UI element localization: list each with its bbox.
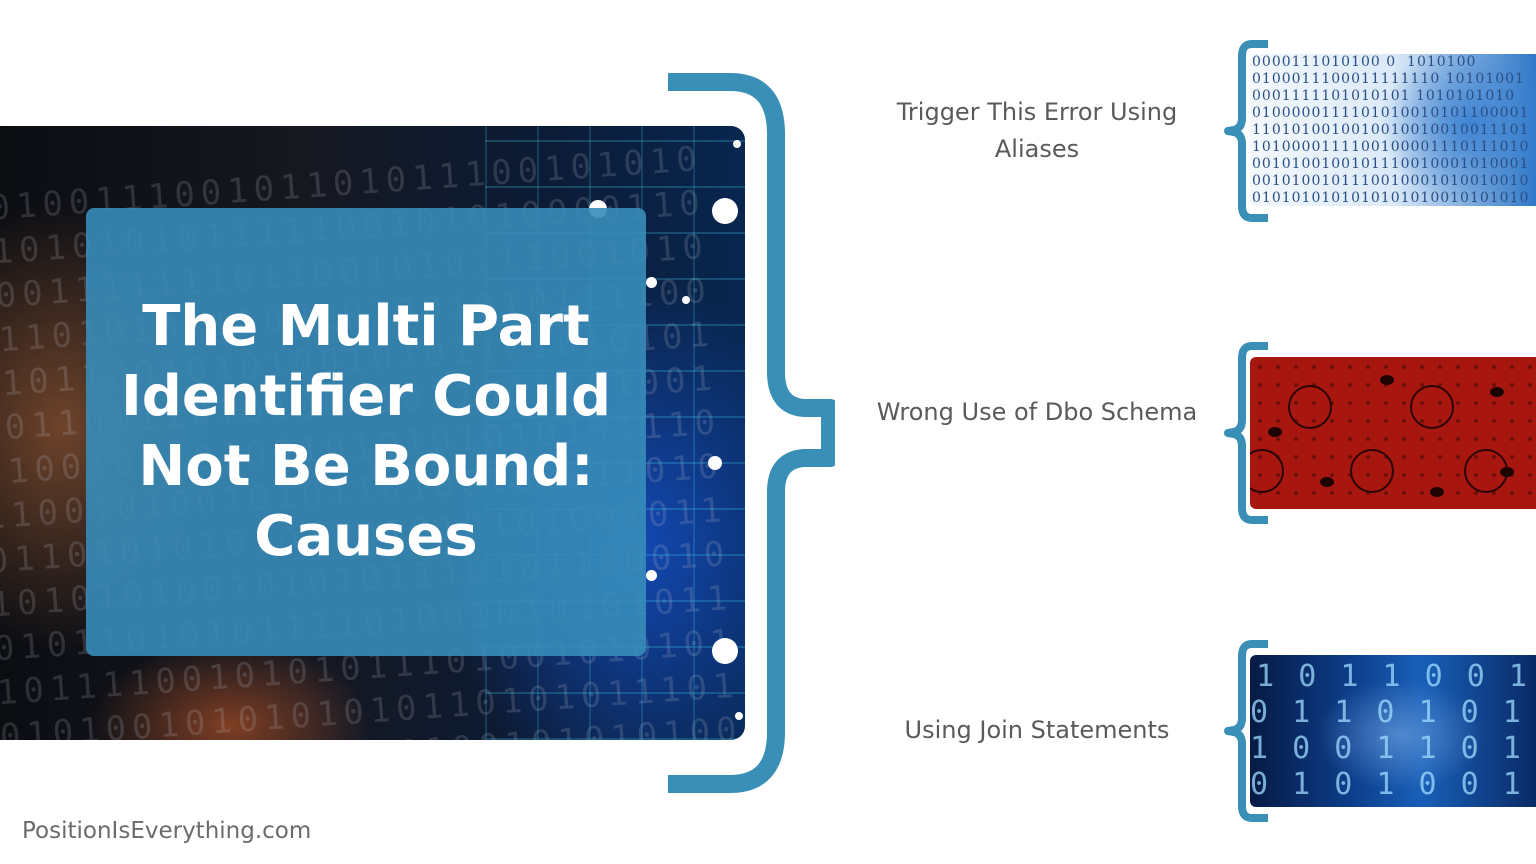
binary-tunnel-image: 1 0 1 1 0 0 1 0 1 1 0 1 0 1 0 1 0 0 1 1 … (1250, 655, 1536, 807)
cause-label-dbo-schema: Wrong Use of Dbo Schema (876, 398, 1198, 426)
bug-icon (1410, 385, 1454, 429)
circuit-node (708, 456, 722, 470)
bug-icon (1350, 449, 1394, 493)
bug-icon (1430, 487, 1444, 497)
cause-label-join-statements: Using Join Statements (904, 716, 1170, 744)
bug-icon (1320, 477, 1334, 487)
bug-icon (1288, 385, 1332, 429)
bug-icon (1500, 467, 1514, 477)
right-curly-brace-icon (668, 73, 835, 793)
bug-pattern-image (1250, 357, 1536, 509)
site-watermark: PositionIsEverything.com (22, 818, 312, 844)
cause-label-aliases: Trigger This Error Using Aliases (896, 98, 1178, 163)
left-curly-brace-icon (1224, 640, 1268, 822)
bug-icon (1380, 375, 1394, 385)
page-title: The Multi Part Identifier Could Not Be B… (120, 294, 612, 569)
left-curly-brace-icon (1224, 342, 1268, 524)
bug-icon (1490, 387, 1504, 397)
circuit-node (646, 277, 657, 288)
title-panel: The Multi Part Identifier Could Not Be B… (86, 208, 646, 656)
circuit-node (733, 140, 741, 148)
circuit-node (712, 198, 738, 224)
bug-icon (1250, 449, 1284, 493)
left-curly-brace-icon (1224, 40, 1268, 222)
circuit-node (682, 296, 690, 304)
circuit-node (646, 570, 657, 581)
bug-icon (1268, 427, 1282, 437)
circuit-node (735, 712, 743, 720)
circuit-node (712, 638, 738, 664)
binary-face-image: 0000111010100 0 1010100 0100011100011111… (1250, 54, 1536, 206)
